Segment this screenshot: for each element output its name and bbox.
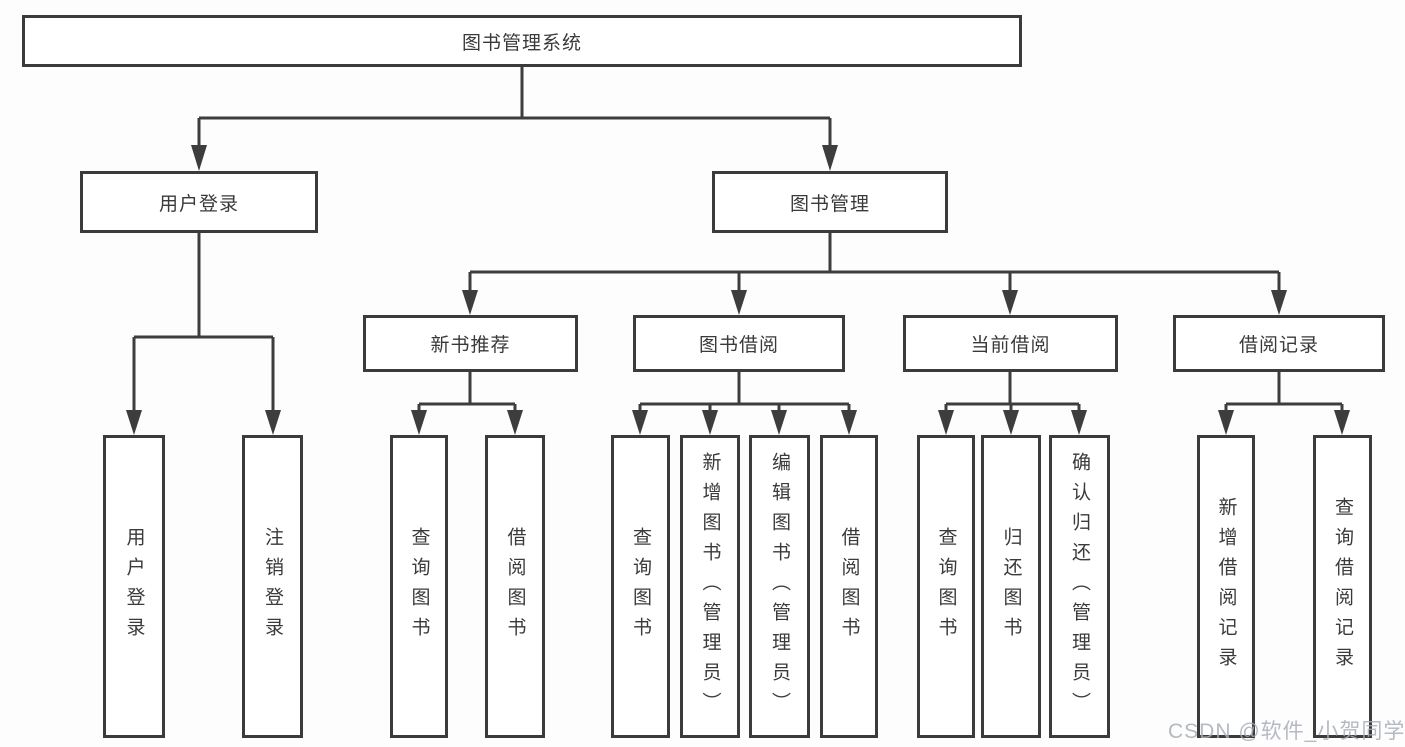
node-current-borrowing: 当前借阅 xyxy=(903,315,1118,372)
node-book-management-label: 图书管理 xyxy=(789,193,870,215)
node-current-borrowing-label: 当前借阅 xyxy=(970,335,1051,356)
leaf-recommend-query-books: 查询图书 xyxy=(390,435,448,738)
node-book-borrowing: 图书借阅 xyxy=(633,315,845,372)
arrowheads xyxy=(126,145,1350,435)
csdn-watermark: CSDN @软件_小贺同学 xyxy=(1168,720,1405,743)
leaf-recommend-query-books-label: 查询图书 xyxy=(408,526,430,647)
node-root: 图书管理系统 xyxy=(22,15,1022,67)
node-user-login: 用户登录 xyxy=(80,171,318,233)
node-new-book-recommend-label: 新书推荐 xyxy=(430,335,511,356)
leaf-add-books-admin-label: 新增图书（管理员） xyxy=(699,451,721,722)
leaf-user-login: 用户登录 xyxy=(103,435,165,738)
leaf-logout-label: 注销登录 xyxy=(262,526,283,647)
node-new-book-recommend: 新书推荐 xyxy=(363,315,578,372)
leaf-user-login-label: 用户登录 xyxy=(123,526,145,647)
leaf-add-borrow-record-label: 新增借阅记录 xyxy=(1215,496,1237,677)
leaf-confirm-return-admin: 确认归还（管理员） xyxy=(1049,435,1110,738)
leaf-borrowing-query-books-label: 查询图书 xyxy=(630,526,651,647)
leaf-query-borrow-record: 查询借阅记录 xyxy=(1313,435,1372,738)
leaf-confirm-return-admin-label: 确认归还（管理员） xyxy=(1069,451,1090,722)
leaf-edit-books-admin: 编辑图书（管理员） xyxy=(749,435,810,738)
leaf-edit-books-admin-label: 编辑图书（管理员） xyxy=(769,451,790,722)
leaf-return-books-label: 归还图书 xyxy=(1000,526,1022,647)
node-borrowing-records: 借阅记录 xyxy=(1173,315,1385,372)
leaf-current-query-books-label: 查询图书 xyxy=(935,526,957,647)
leaf-borrow-books: 借阅图书 xyxy=(820,435,878,738)
leaf-add-borrow-record: 新增借阅记录 xyxy=(1197,435,1255,738)
node-borrowing-records-label: 借阅记录 xyxy=(1238,335,1319,356)
node-book-borrowing-label: 图书借阅 xyxy=(698,335,779,356)
leaf-recommend-borrow-books-label: 借阅图书 xyxy=(504,526,526,647)
leaf-borrowing-query-books: 查询图书 xyxy=(611,435,670,738)
leaf-add-books-admin: 新增图书（管理员） xyxy=(680,435,740,738)
leaf-recommend-borrow-books: 借阅图书 xyxy=(485,435,545,738)
leaf-return-books: 归还图书 xyxy=(981,435,1041,738)
leaf-borrow-books-label: 借阅图书 xyxy=(838,526,860,647)
leaf-current-query-books: 查询图书 xyxy=(917,435,975,738)
node-root-label: 图书管理系统 xyxy=(461,32,582,54)
leaf-query-borrow-record-label: 查询借阅记录 xyxy=(1332,496,1353,677)
node-user-login-label: 用户登录 xyxy=(158,193,239,215)
leaf-logout: 注销登录 xyxy=(242,435,303,738)
node-book-management: 图书管理 xyxy=(712,171,948,233)
